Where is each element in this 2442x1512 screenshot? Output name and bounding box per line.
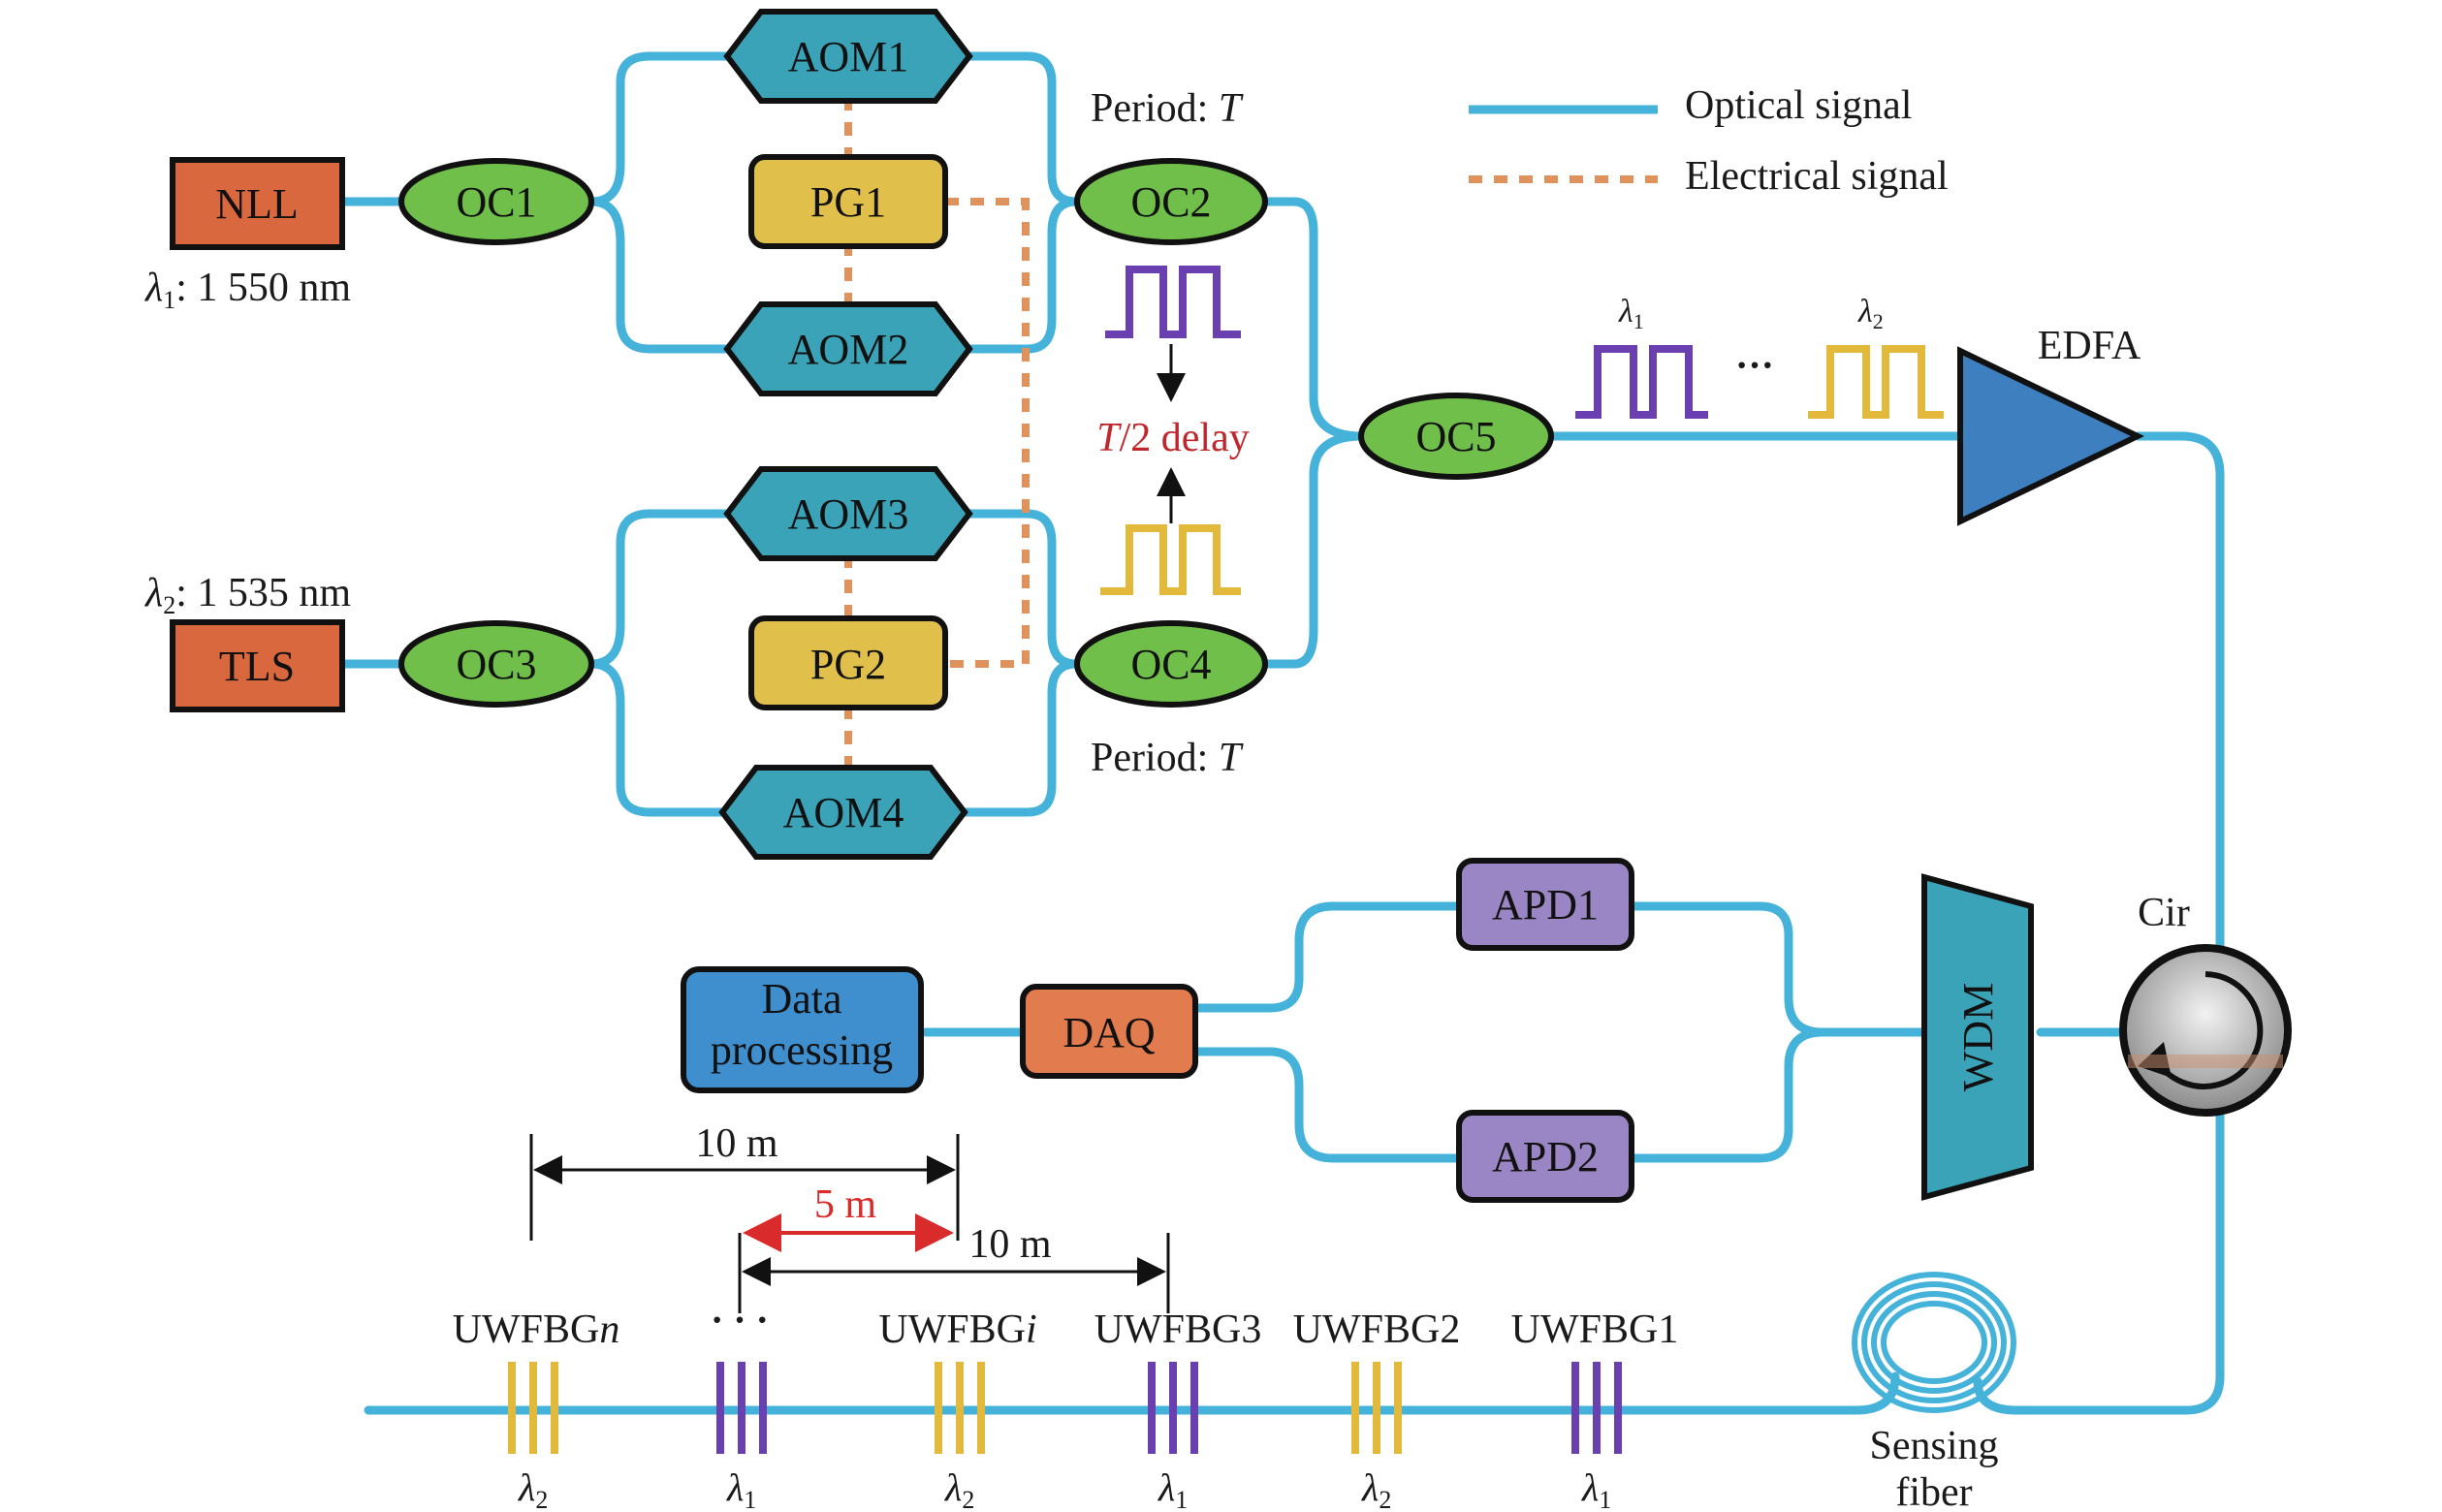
- data-processing[interactable]: Data processing: [681, 966, 924, 1093]
- aom2-label: AOM2: [788, 326, 909, 373]
- grating-uwfbg2-label: UWFBG2: [1293, 1307, 1461, 1352]
- sensing-fiber-label-line2: fiber: [1895, 1470, 1972, 1512]
- optical-paths: [339, 51, 2225, 1415]
- period-label-top: Period: T: [1091, 86, 1244, 131]
- circulator[interactable]: [2119, 944, 2292, 1117]
- aom1[interactable]: AOM1: [723, 9, 973, 104]
- nll-wavelength: λ1: 1 550 nm: [143, 266, 351, 314]
- legend-electrical-label: Electrical signal: [1685, 154, 1949, 199]
- dim-label-10m-bottom: 10 m: [968, 1222, 1052, 1267]
- grating-ellipsis-lambda: λ1: [726, 1465, 756, 1512]
- edfa-label: EDFA: [2038, 324, 2141, 368]
- pg1-label: PG1: [810, 178, 886, 226]
- coupler-oc2[interactable]: OC2: [1074, 158, 1268, 245]
- apd1[interactable]: APD1: [1456, 858, 1634, 951]
- grating-uwfbg-i: UWFBGi λ2: [878, 1307, 1036, 1512]
- grating-uwfbg2: UWFBG2 λ2: [1293, 1307, 1461, 1512]
- cir-label: Cir: [2138, 891, 2190, 935]
- coupler-oc3-label: OC3: [456, 641, 536, 688]
- coupler-oc2-label: OC2: [1130, 178, 1211, 226]
- coupler-oc3[interactable]: OC3: [398, 620, 594, 708]
- grating-uwfbg-n: UWFBGn λ2: [453, 1307, 620, 1512]
- tls-wavelength: λ2: 1 535 nm: [143, 571, 351, 619]
- pulse-train-purple-oc5: [1575, 345, 1708, 419]
- legend-optical-label: Optical signal: [1685, 83, 1912, 128]
- grating-uwfbg1-lambda: λ1: [1581, 1465, 1611, 1512]
- nll-source[interactable]: NLL: [170, 157, 345, 250]
- delay-label: T/2 delay: [1096, 416, 1249, 460]
- pulse-train-yellow-oc4: [1100, 524, 1241, 595]
- pulse-tag-ellipsis: ···: [1735, 343, 1774, 387]
- grating-uwfbg1: UWFBG1 λ1: [1511, 1307, 1679, 1512]
- apd1-label: APD1: [1492, 881, 1599, 929]
- grating-ellipsis-label: · · ·: [711, 1298, 769, 1341]
- daq[interactable]: DAQ: [1020, 984, 1198, 1079]
- pulse-tag-lambda1: λ1: [1618, 294, 1644, 333]
- edfa[interactable]: [1957, 346, 2144, 526]
- dimension-markers: 10 m 5 m 10 m: [529, 1121, 1170, 1313]
- coupler-oc4-label: OC4: [1130, 641, 1211, 688]
- tls-source[interactable]: TLS: [170, 619, 345, 712]
- period-label-bottom: Period: T: [1091, 736, 1244, 780]
- grating-uwfbg-i-label: UWFBGi: [878, 1307, 1036, 1352]
- apd2[interactable]: APD2: [1456, 1110, 1634, 1203]
- nll-label: NLL: [215, 180, 299, 228]
- grating-uwfbg1-label: UWFBG1: [1511, 1307, 1679, 1352]
- apd2-label: APD2: [1492, 1133, 1599, 1181]
- aom1-label: AOM1: [788, 33, 909, 80]
- grating-uwfbg-n-label: UWFBGn: [453, 1307, 620, 1352]
- dim-label-10m-top: 10 m: [695, 1121, 778, 1166]
- wdm[interactable]: WDM: [1921, 873, 2034, 1201]
- sensing-fiber-label-line1: Sensing: [1869, 1424, 1998, 1468]
- wdm-label: WDM: [1954, 983, 2002, 1091]
- aom4[interactable]: AOM4: [718, 765, 968, 860]
- sensing-fiber-coil: [1852, 1272, 2021, 1415]
- grating-uwfbg3-lambda: λ1: [1158, 1465, 1188, 1512]
- grating-uwfbg2-lambda: λ2: [1361, 1465, 1391, 1512]
- pg1[interactable]: PG1: [748, 154, 948, 249]
- grating-ellipsis: · · · λ1: [711, 1298, 769, 1512]
- aom3-label: AOM3: [788, 490, 909, 538]
- grating-uwfbg-n-lambda: λ2: [518, 1465, 548, 1512]
- coupler-oc5-label: OC5: [1415, 413, 1496, 460]
- coupler-oc5[interactable]: OC5: [1358, 393, 1554, 480]
- grating-uwfbg3: UWFBG3 λ1: [1094, 1307, 1262, 1512]
- aom2[interactable]: AOM2: [723, 301, 973, 396]
- processing-line1: Data: [761, 975, 841, 1023]
- aom3[interactable]: AOM3: [723, 466, 973, 561]
- pg2[interactable]: PG2: [748, 615, 948, 710]
- daq-label: DAQ: [1062, 1009, 1156, 1056]
- processing-line2: processing: [711, 1026, 893, 1074]
- coupler-oc4[interactable]: OC4: [1074, 620, 1268, 708]
- legend: Optical signal Electrical signal: [1469, 83, 1949, 199]
- grating-uwfbg-i-lambda: λ2: [944, 1465, 974, 1512]
- tls-label: TLS: [219, 643, 295, 690]
- pg2-label: PG2: [810, 641, 886, 688]
- aom4-label: AOM4: [783, 789, 904, 836]
- coupler-oc1-label: OC1: [456, 178, 536, 226]
- coupler-oc1[interactable]: OC1: [398, 158, 594, 245]
- pulse-tag-lambda2: λ2: [1857, 294, 1884, 333]
- pulse-train-purple-oc2: [1105, 266, 1241, 338]
- electrical-paths: [844, 97, 1030, 771]
- pulse-train-yellow-oc5: [1808, 345, 1944, 419]
- grating-uwfbg3-label: UWFBG3: [1094, 1307, 1262, 1352]
- dim-label-5m: 5 m: [814, 1182, 877, 1227]
